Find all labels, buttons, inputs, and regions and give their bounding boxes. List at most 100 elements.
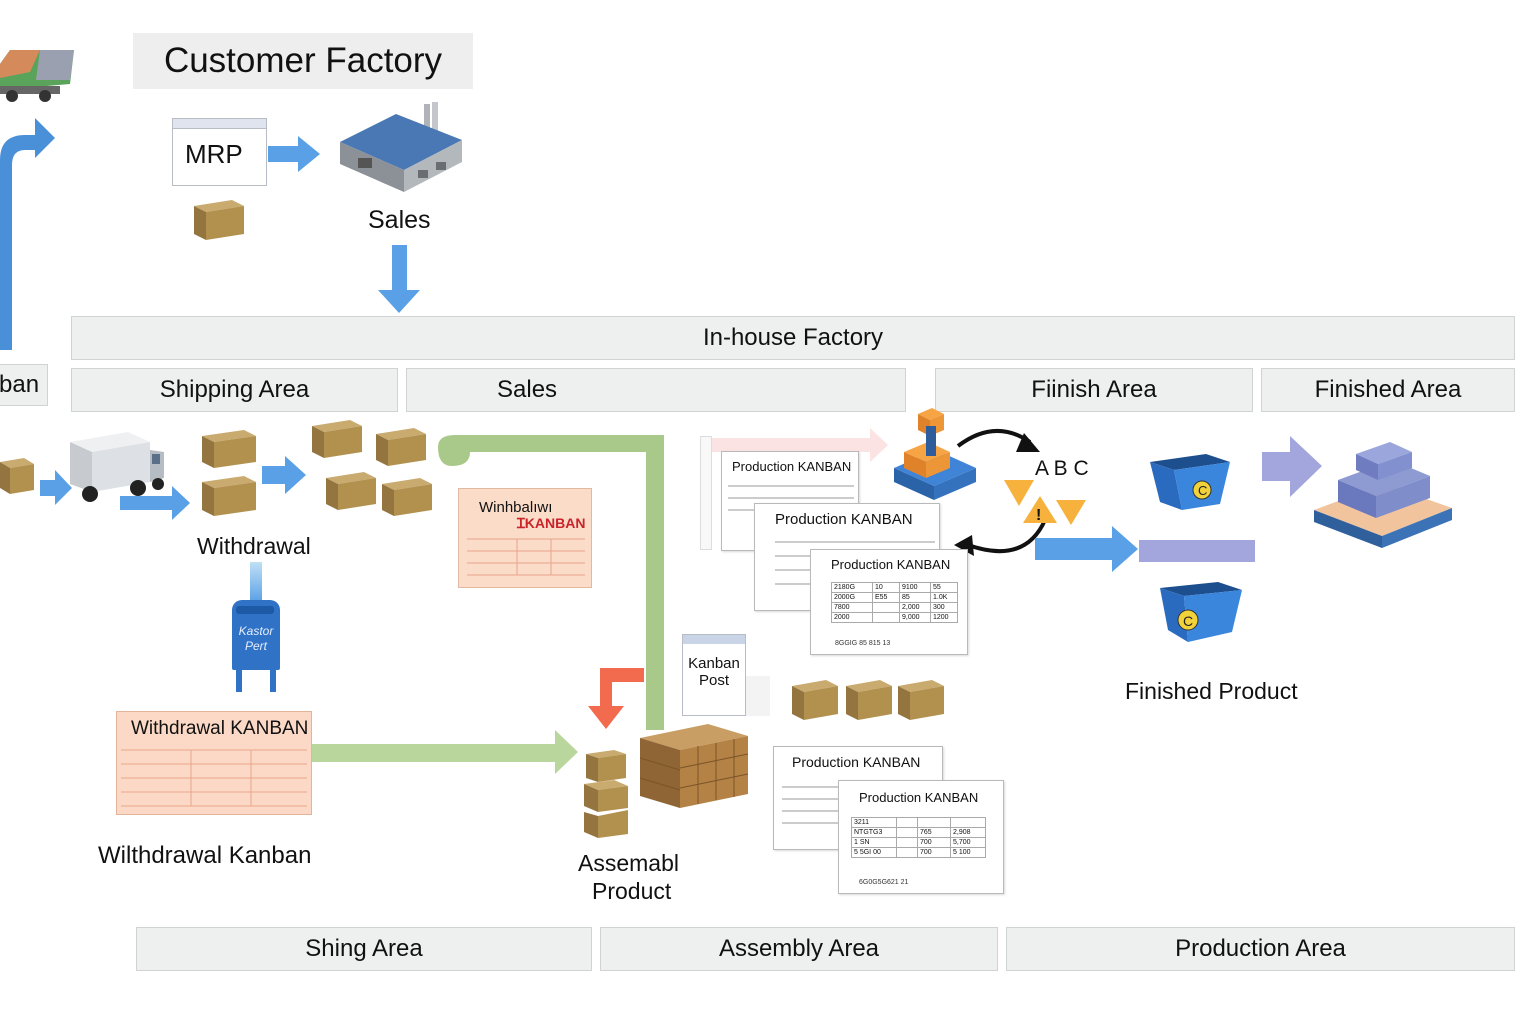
table-cell: 2000: [831, 612, 873, 623]
red-down-arrow: [588, 668, 644, 729]
production-card-title: Production KANBAN: [775, 511, 913, 528]
table-cell: 2,000: [899, 602, 931, 613]
card-grid: [467, 538, 585, 576]
kanban-post-shadow: [746, 676, 770, 716]
table-footer: 8GGIG 85 815 13: [835, 640, 891, 647]
production-table: 3211 NTGTG3 765 2,908 1 SN 700 5,700 5 5…: [851, 817, 986, 858]
pink-faint-arrow: [700, 428, 888, 462]
table-cell: [917, 817, 951, 828]
blue-bin-icon: C: [1160, 582, 1242, 642]
purple-arrow: [1262, 436, 1322, 497]
boxes-flow-arrow: [262, 456, 306, 494]
assembl-product-label-2: Product: [592, 878, 672, 904]
finished-machine-icon: [1314, 442, 1452, 548]
delivery-truck-icon: [70, 432, 164, 502]
table-cell: 700: [917, 837, 951, 848]
mailbox-line2: Pert: [244, 639, 267, 653]
left-box-arrow: [40, 470, 72, 505]
production-area-band: Production Area: [1006, 927, 1515, 971]
pallet-boxes-icon: [639, 724, 749, 808]
warning-triangle-right: [1056, 500, 1086, 525]
factory-building-icon: [340, 102, 462, 192]
sales-area-band: Sales: [406, 368, 906, 412]
table-cell: 2,908: [950, 827, 986, 838]
table-cell: 300: [930, 602, 958, 613]
table-row: NTGTG3 765 2,908: [851, 827, 986, 838]
left-flow-arrow: [0, 118, 55, 350]
mailbox-label: Kastor Pert: [234, 624, 278, 654]
table-cell: 5 100: [950, 847, 986, 858]
table-row: 7800 2,000 300: [831, 602, 958, 613]
table-cell: [950, 817, 986, 828]
bin-letter: C: [1183, 613, 1193, 629]
table-cell: 2000G: [831, 592, 873, 603]
withdrawal-label: Withdrawal: [197, 533, 311, 559]
warning-triangle-left: [1004, 480, 1034, 506]
finished-area-band: Finished Area: [1261, 368, 1515, 412]
production-card-title: Production KANBAN: [859, 790, 979, 805]
card-grid: [121, 749, 307, 807]
table-cell: [896, 817, 918, 828]
warning-triangle-center: [1023, 496, 1057, 523]
table-footer: 6G0G5G621 21: [859, 879, 909, 886]
kanban-post-line1: Kanban: [688, 655, 740, 672]
finish-blue-arrow: [1035, 526, 1138, 572]
table-cell: [896, 837, 918, 848]
table-cell: [872, 602, 900, 613]
production-card-title: Production KANBAN: [732, 459, 852, 474]
card-grid: [782, 786, 842, 824]
production-table: 2180G 10 9100 55 2000G E55 85 1.0K 7800 …: [831, 582, 958, 623]
table-cell: [896, 827, 918, 838]
assembl-product-label-1: Assemabl: [578, 850, 679, 876]
production-card-title: Production KANBAN: [831, 557, 951, 572]
table-cell: 5 5GI 00: [851, 847, 897, 858]
box-stack-icon: [202, 430, 256, 516]
mrp-to-sales-arrow: [268, 136, 320, 172]
table-cell: 7800: [831, 602, 873, 613]
table-row: 2000G E55 85 1.0K: [831, 592, 958, 603]
withdrawal-kanban-card: Withdrawal KANBAN: [116, 711, 312, 815]
table-cell: 9100: [899, 582, 931, 593]
table-cell: 1 SN: [851, 837, 897, 848]
blue-bin-icon: C: [1150, 454, 1230, 510]
box-group-icon: [312, 420, 432, 516]
table-row: 5 5GI 00 700 5 100: [851, 847, 986, 858]
purple-bar: [1139, 540, 1255, 562]
customer-sales-label: Sales: [368, 206, 431, 234]
table-cell: 1.0K: [930, 592, 958, 603]
table-cell: 3211: [851, 817, 897, 828]
table-cell: 9,000: [899, 612, 931, 623]
table-cell: 1200: [930, 612, 958, 623]
bin-letter: C: [1198, 483, 1207, 498]
shing-area-band: Shing Area: [136, 927, 592, 971]
table-cell: [872, 612, 900, 623]
mailbox-line1: Kastor: [238, 624, 274, 638]
kanban-mailbox-icon: Kastor Pert: [230, 562, 284, 692]
table-cell: NTGTG3: [851, 827, 897, 838]
withdrawal-kanban-label: Wilthdrawal Kanban: [98, 842, 312, 869]
box-icon: [0, 458, 34, 494]
card-title-line2: ꞮKANBAN: [517, 515, 586, 531]
table-row: 2180G 10 9100 55: [831, 582, 958, 593]
abc-label: A B C: [1035, 457, 1089, 480]
svg-text:!: !: [1036, 507, 1041, 524]
production-card-title: Production KANBAN: [792, 754, 921, 770]
sales-down-arrow: [378, 245, 420, 313]
partial-kanban-label: ban: [0, 364, 48, 406]
cycle-arrow-bottom: [967, 519, 1047, 554]
table-cell: 5,700: [950, 837, 986, 848]
table-row: 1 SN 700 5,700: [851, 837, 986, 848]
table-cell: 700: [917, 847, 951, 858]
mrp-box: MRP: [172, 118, 267, 186]
table-cell: 765: [917, 827, 951, 838]
table-row: 3211: [851, 817, 986, 828]
truck-flow-arrow: [120, 486, 190, 520]
shipping-area-band: Shipping Area: [71, 368, 398, 412]
production-machine-icon: [894, 408, 976, 500]
card-edge: [700, 436, 712, 550]
withdrawal-card-title: Withdrawal KANBAN: [131, 718, 309, 739]
table-cell: [896, 847, 918, 858]
truck-icon-partial: [0, 50, 74, 102]
small-box-stack-icon: [584, 750, 628, 838]
